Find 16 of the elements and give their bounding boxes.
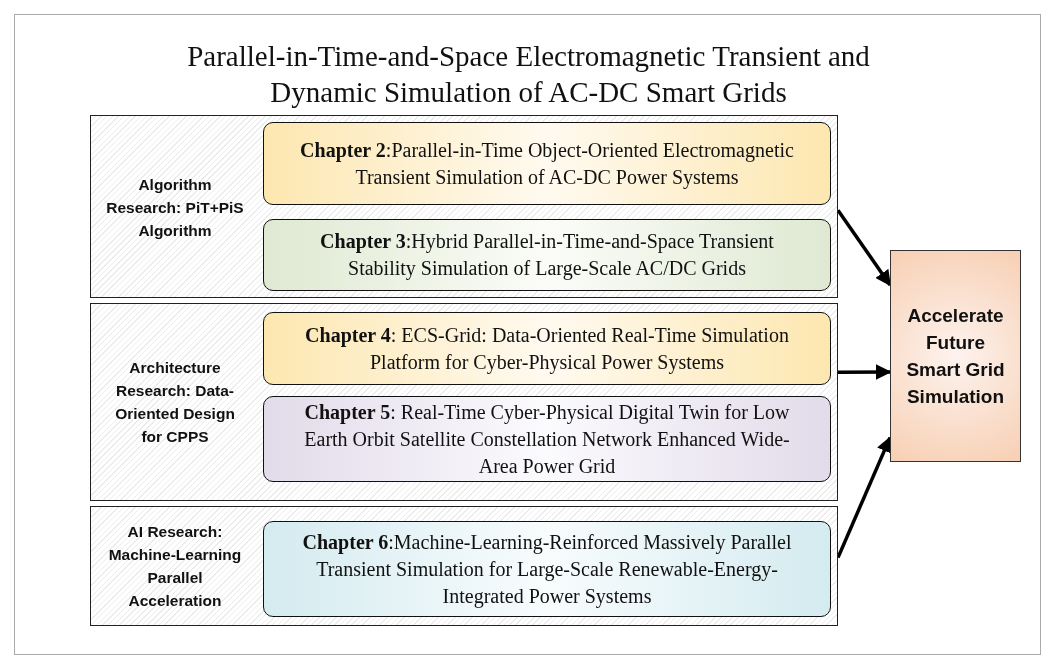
chapter-box: Chapter 5: Real-Time Cyber-Physical Digital Twin for Low Earth Orbit Satellite Constellation Network Enhanced Wide-Area Power Grid [263, 396, 831, 482]
research-band [90, 303, 838, 501]
chapter-box: Chapter 3:Hybrid Parallel-in-Time-and-Space Transient Stability Simulation of Large-Scale AC/DC Grids [263, 219, 831, 291]
band-label: Algorithm Research: PiT+PiS Algorithm [105, 174, 245, 241]
band-label: AI Research: Machine-Learning Parallel Acceleration [107, 522, 243, 611]
band-label: Architecture Research: Data-Oriented Design for CPPS [114, 358, 236, 447]
research-band [90, 115, 838, 298]
chapter-box: Chapter 6:Machine-Learning-Reinforced Massively Parallel Transient Simulation for Large-Scale Renewable-Energy-Integrated Power Systems [263, 521, 831, 617]
research-band [90, 506, 838, 626]
chapter-box: Chapter 2:Parallel-in-Time Object-Oriented Electromagnetic Transient Simulation of AC-DC Power Systems [263, 122, 831, 205]
arrow [836, 209, 892, 287]
arrow [836, 436, 892, 559]
chapter-box: Chapter 4: ECS-Grid: Data-Oriented Real-Time Simulation Platform for Cyber-Physical Power Systems [263, 312, 831, 385]
diagram-title: Parallel-in-Time-and-Space Electromagnetic Transient and Dynamic Simulation of AC-DC Smart Grids [186, 39, 871, 110]
goal-box: Accelerate Future Smart Grid Simulation [890, 250, 1021, 462]
arrow [838, 364, 892, 380]
